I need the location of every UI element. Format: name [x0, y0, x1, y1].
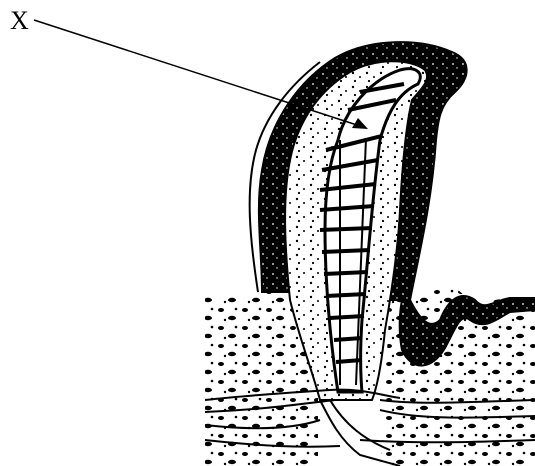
villus-diagram: [0, 0, 535, 466]
